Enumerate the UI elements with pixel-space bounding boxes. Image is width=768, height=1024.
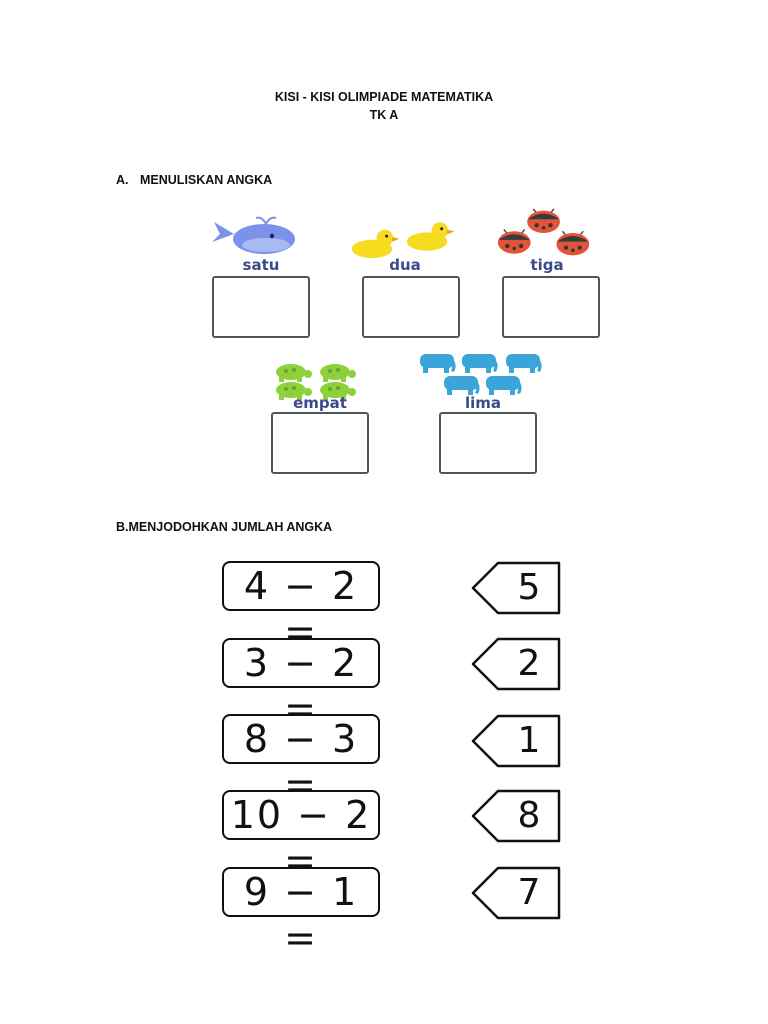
answer-tag[interactable]: 5 [470, 561, 562, 615]
section-a-label: A. [116, 173, 129, 187]
equation-box[interactable]: 10 − 2 = [222, 790, 380, 883]
section-b-heading: B.MENJODOHKAN JUMLAH ANGKA [116, 520, 333, 534]
card-word-lima: lima [464, 394, 502, 412]
answer-box-tiga[interactable] [502, 276, 600, 338]
answer-box-lima[interactable] [439, 412, 537, 474]
section-a-title: MENULISKAN ANGKA [140, 173, 273, 187]
card-word-empat: empat [293, 394, 347, 412]
document-title-line1: KISI - KISI OLIMPIADE MATEMATIKA [274, 90, 494, 104]
document-title-line2: TK A [369, 108, 399, 122]
duck-icon [351, 222, 455, 259]
arrow-tag-shape [471, 561, 561, 615]
card-word-satu: satu [242, 256, 280, 274]
equation-box[interactable]: 9 − 1 = [222, 867, 380, 960]
equation-box[interactable]: 4 − 2 = [222, 561, 380, 654]
answer-number: 1 [517, 720, 541, 761]
arrow-tag-shape [471, 637, 561, 691]
answer-number: 7 [517, 872, 541, 913]
arrow-tag-shape [471, 866, 561, 920]
turtle-icon [276, 364, 356, 400]
answer-number: 8 [517, 795, 541, 836]
arrow-tag-shape [471, 714, 561, 768]
answer-tag[interactable]: 7 [470, 866, 562, 920]
equation-box[interactable]: 3 − 2 = [222, 638, 380, 731]
section-a-heading: A. MENULISKAN ANGKA [116, 173, 272, 187]
card-word-tiga: tiga [530, 256, 564, 274]
arrow-tag-shape [471, 789, 561, 843]
answer-tag[interactable]: 1 [470, 714, 562, 768]
card-word-dua: dua [389, 256, 421, 274]
whale-icon [212, 216, 295, 254]
answer-number: 5 [517, 567, 541, 608]
ladybug-icon [497, 208, 590, 256]
answer-box-empat[interactable] [271, 412, 369, 474]
answer-box-satu[interactable] [212, 276, 310, 338]
answer-number: 2 [517, 643, 541, 684]
equation-box[interactable]: 8 − 3 = [222, 714, 380, 807]
answer-box-dua[interactable] [362, 276, 460, 338]
answer-tag[interactable]: 2 [470, 637, 562, 691]
answer-tag[interactable]: 8 [470, 789, 562, 843]
elephant-icon [420, 354, 542, 395]
